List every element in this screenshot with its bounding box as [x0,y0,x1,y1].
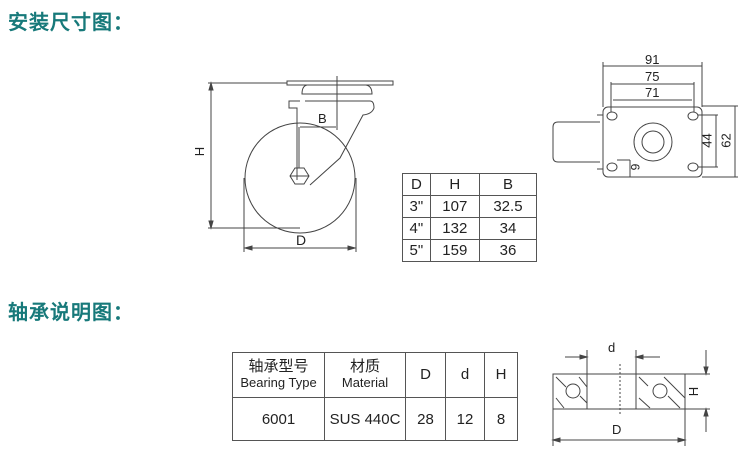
bearing-inner-diameter-label: d [608,340,616,355]
header-cell: 材质 Material [324,352,406,398]
caster-size-table: D H B 3" 107 32.5 4" 132 34 5" 159 36 [402,173,538,262]
mounting-plate-top-view [552,62,738,178]
plate-width-mid-label: 75 [645,69,660,84]
header-cell: 轴承型号 Bearing Type [232,352,325,398]
table-cell: 36 [478,239,538,262]
plate-height-inner-label: 44 [699,133,715,148]
header-en: Bearing Type [240,375,317,390]
bearing-outer-diameter-label: D [612,422,622,437]
table-cell: 32.5 [478,195,538,218]
table-cell: 28 [405,397,446,441]
table-cell: SUS 440C [324,397,406,441]
header-cell: B [478,173,538,196]
bearing-description-title: 轴承说明图： [8,302,134,324]
caster-height-label: H [192,146,208,157]
plate-width-inner-label: 71 [645,85,660,100]
header-zh: 轴承型号 [248,358,309,375]
table-header-row: D H B [402,173,538,196]
table-cell: 12 [445,397,485,441]
table-cell: 4" [402,217,431,240]
table-row: 3" 107 32.5 [402,195,538,218]
table-cell: 107 [429,195,480,218]
header-cell: D [402,173,431,196]
table-header-row: 轴承型号 Bearing Type 材质 Material D d H [232,352,518,398]
bearing-cross-section [551,350,710,446]
header-cell: H [429,173,480,196]
plate-hole-label: 9 [628,163,643,171]
bearing-height-label: H [686,386,702,397]
header-zh: 材质 [349,358,380,375]
table-cell: 34 [478,217,538,240]
plate-height-outer-label: 62 [718,133,734,148]
header-en: Material [341,375,389,390]
caster-diameter-label: D [296,232,307,248]
header-cell: D [405,352,446,398]
table-cell: 5" [402,239,431,262]
table-row: 6001 SUS 440C 28 12 8 [232,397,518,441]
header-cell: H [484,352,518,398]
table-row: 5" 159 36 [402,239,538,262]
table-cell: 6001 [232,397,325,441]
caster-side-view [208,76,394,252]
table-cell: 3" [402,195,431,218]
table-cell: 159 [429,239,480,262]
caster-offset-label: B [318,111,327,126]
table-cell: 8 [484,397,518,441]
install-dimensions-title: 安装尺寸图： [8,12,134,34]
table-cell: 132 [429,217,480,240]
bearing-spec-table: 轴承型号 Bearing Type 材质 Material D d H 6001… [232,352,518,441]
table-row: 4" 132 34 [402,217,538,240]
header-cell: d [445,352,485,398]
plate-width-outer-label: 91 [645,52,660,67]
